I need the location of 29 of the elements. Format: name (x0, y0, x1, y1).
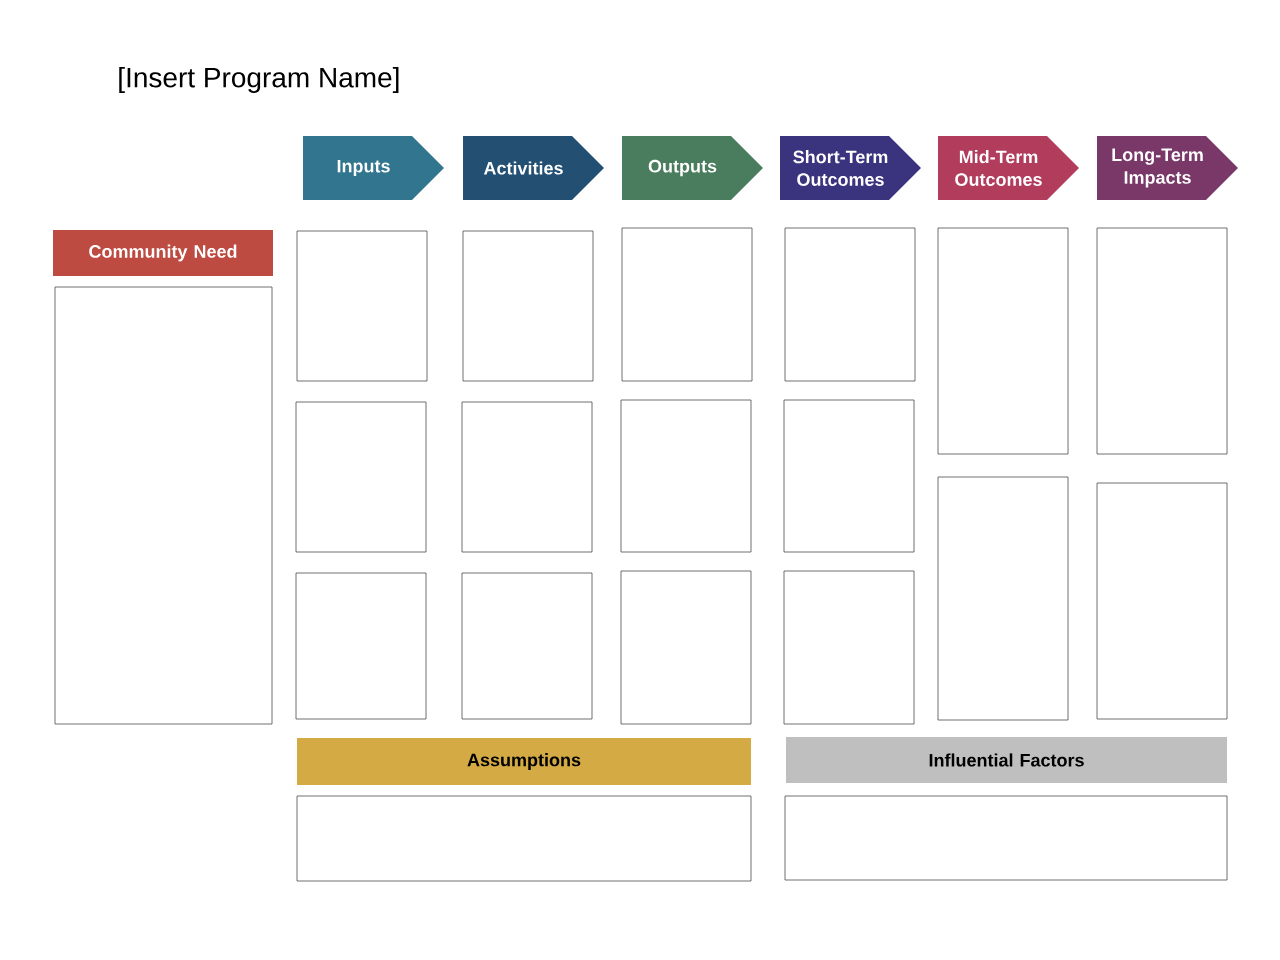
chevron-header: Inputs (303, 136, 444, 200)
empty-box (295, 401, 427, 553)
empty-box (937, 227, 1069, 455)
empty-box (621, 227, 753, 382)
empty-box (295, 572, 427, 720)
empty-box (937, 476, 1069, 721)
chevron-header: Short-Term Outcomes (780, 136, 921, 200)
empty-box (296, 795, 752, 882)
empty-box (784, 227, 916, 382)
empty-box (296, 230, 428, 382)
empty-box (620, 399, 752, 553)
empty-box (461, 572, 593, 720)
empty-box (783, 570, 915, 725)
title: [Insert Program Name] (119, 66, 399, 94)
header-band: Community Need (53, 230, 273, 276)
empty-box (783, 399, 915, 553)
empty-box (620, 570, 752, 725)
empty-box (54, 286, 273, 725)
empty-box (462, 230, 594, 382)
header-band: Assumptions (297, 738, 751, 785)
empty-box (784, 795, 1228, 881)
chevron-header: Activities (463, 136, 604, 200)
header-band: Influential Factors (786, 737, 1227, 783)
empty-box (1096, 227, 1228, 455)
chevron-header: Long-Term Impacts (1097, 136, 1238, 200)
chevron-header: Mid-Term Outcomes (938, 136, 1079, 200)
chevron-header: Outputs (622, 136, 763, 200)
empty-box (1096, 482, 1228, 720)
empty-box (461, 401, 593, 553)
